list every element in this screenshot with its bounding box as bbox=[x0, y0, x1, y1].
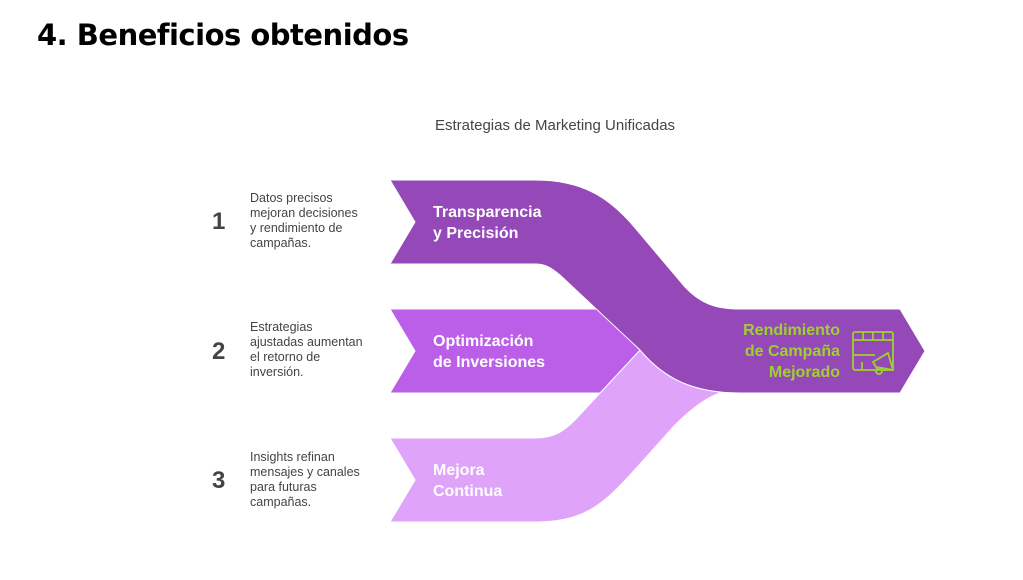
diagram-title: Estrategias de Marketing Unificadas bbox=[434, 117, 676, 134]
step-number: 3 bbox=[212, 467, 226, 494]
band-transparencia-precision bbox=[389, 179, 926, 394]
calendar-megaphone-icon bbox=[852, 331, 895, 375]
step-label: Mejora Continua bbox=[433, 460, 502, 502]
desc-line: inversión. bbox=[250, 365, 304, 379]
desc-line: para futuras bbox=[250, 480, 317, 494]
result-line: de Campaña bbox=[744, 343, 840, 360]
desc-line: y rendimiento de bbox=[250, 221, 343, 235]
label-line: y Precisión bbox=[433, 225, 519, 242]
label-line: de Inversiones bbox=[433, 354, 546, 371]
label-line: Continua bbox=[433, 483, 503, 500]
step-number: 2 bbox=[212, 338, 226, 365]
band-mejora-continua bbox=[389, 349, 722, 523]
step-description: Datos precisos mejoran decisiones y rend… bbox=[250, 191, 380, 251]
label-line: Optimización bbox=[433, 333, 534, 350]
desc-line: Datos precisos bbox=[250, 191, 333, 205]
desc-line: ajustadas aumentan bbox=[250, 335, 363, 349]
step-description: Insights refinan mensajes y canales para… bbox=[250, 450, 380, 510]
page-title: 4. Beneficios obtenidos bbox=[37, 18, 409, 52]
desc-line: mensajes y canales bbox=[250, 465, 360, 479]
step-label: Transparencia y Precisión bbox=[433, 202, 542, 244]
desc-line: el retorno de bbox=[250, 350, 321, 364]
desc-line: campañas. bbox=[250, 236, 312, 250]
step-description: Estrategias ajustadas aumentan el retorn… bbox=[250, 320, 380, 380]
desc-line: mejoran decisiones bbox=[250, 206, 358, 220]
step-number: 1 bbox=[212, 208, 226, 235]
desc-line: campañas. bbox=[250, 495, 312, 509]
step-label: Optimización de Inversiones bbox=[433, 331, 545, 373]
desc-line: Insights refinan bbox=[250, 450, 335, 464]
result-label: Rendimiento de Campaña Mejorado bbox=[700, 320, 840, 383]
label-line: Mejora bbox=[433, 462, 485, 479]
desc-line: Estrategias bbox=[250, 320, 313, 334]
result-line: Mejorado bbox=[768, 364, 840, 381]
result-line: Rendimiento bbox=[743, 322, 840, 339]
label-line: Transparencia bbox=[433, 204, 542, 221]
